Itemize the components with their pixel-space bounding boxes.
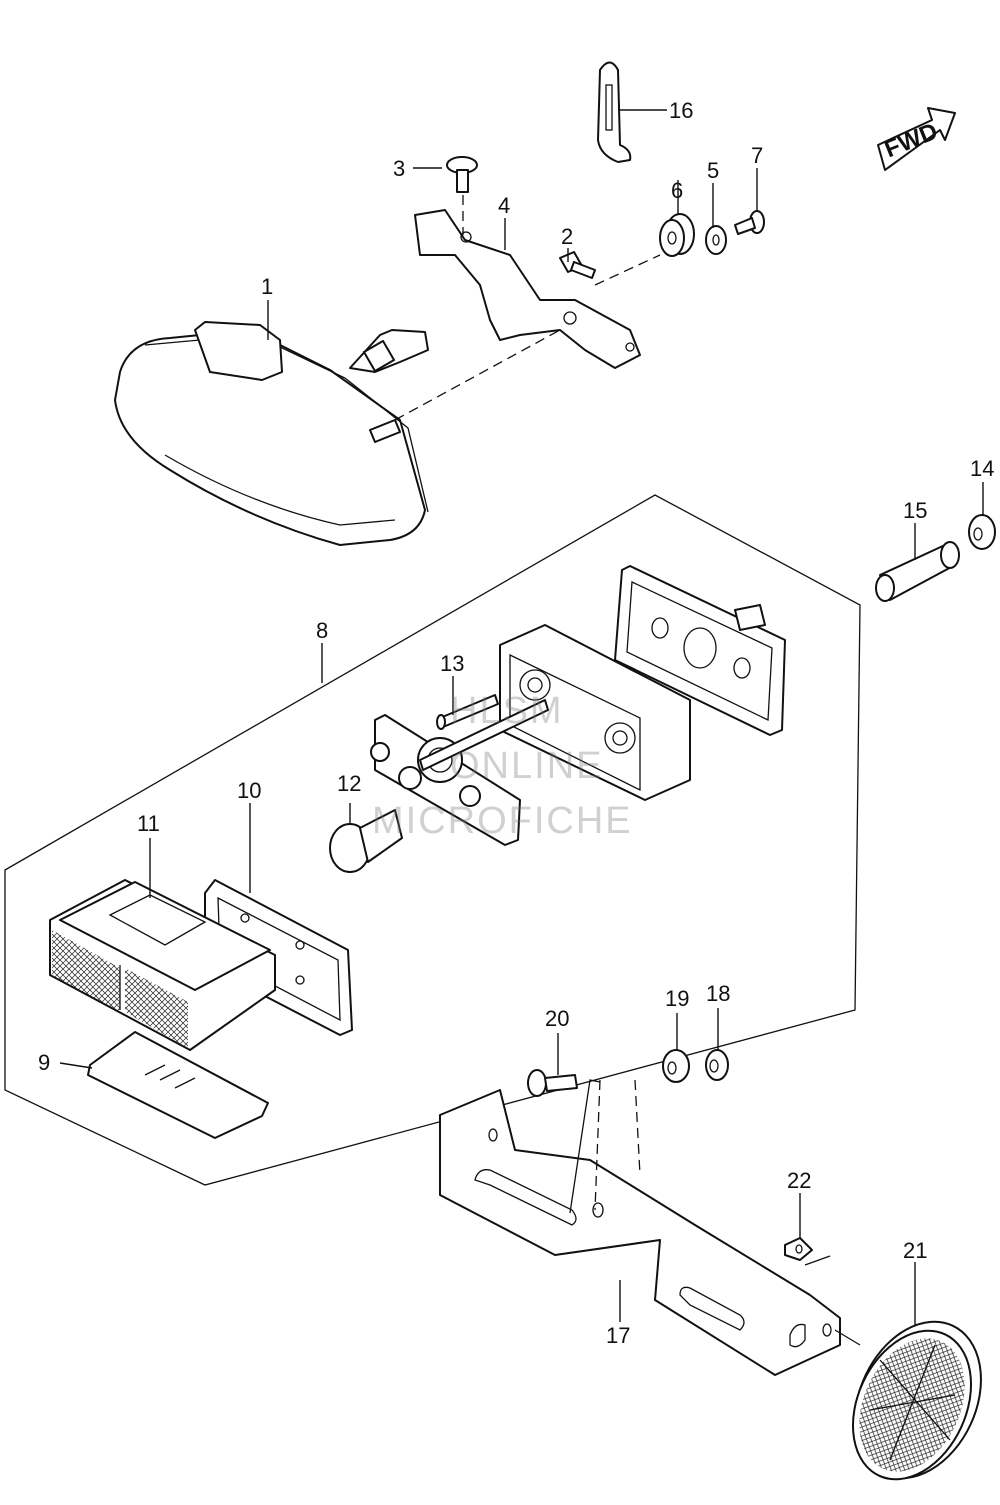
callout-15: 15 <box>903 498 928 523</box>
watermark-line-3: MICROFICHE <box>372 800 633 842</box>
callout-21: 21 <box>903 1238 928 1263</box>
callout-19: 19 <box>665 986 690 1011</box>
part-8-socket-plate[interactable] <box>370 699 549 846</box>
part-8-gasket-rear[interactable] <box>614 565 786 736</box>
callout-16: 16 <box>669 98 694 123</box>
part-4-bracket[interactable] <box>414 209 641 369</box>
part-11-lens[interactable] <box>49 879 276 1051</box>
part-21-reflector[interactable] <box>830 1301 1000 1499</box>
callout-18: 18 <box>706 981 731 1006</box>
callout-13: 13 <box>440 651 465 676</box>
callout-6: 6 <box>671 178 684 203</box>
callout-5: 5 <box>707 158 720 183</box>
part-12-bulb[interactable] <box>329 809 403 873</box>
callout-3: 3 <box>393 156 406 181</box>
callout-8: 8 <box>316 618 329 643</box>
part-9-plate[interactable] <box>87 1031 269 1139</box>
fwd-arrow-icon <box>877 107 956 171</box>
part-15-collar[interactable] <box>875 541 960 602</box>
part-18-nut[interactable] <box>705 1049 729 1081</box>
part-3-screw[interactable] <box>446 156 478 193</box>
callout-14: 14 <box>970 456 995 481</box>
callout-1: 1 <box>261 274 274 299</box>
part-20-screw[interactable] <box>527 1069 578 1097</box>
callout-2: 2 <box>561 224 574 249</box>
part-19-washer[interactable] <box>662 1049 690 1083</box>
part-7-screw[interactable] <box>734 210 765 235</box>
part-16-clamp[interactable] <box>597 61 632 163</box>
callout-9: 9 <box>38 1050 51 1075</box>
part-2-bolt[interactable] <box>559 251 596 279</box>
leader-lines <box>59 109 984 1325</box>
part-17-license-bracket[interactable] <box>439 1089 841 1376</box>
callout-20: 20 <box>545 1006 570 1031</box>
callout-7: 7 <box>751 143 764 168</box>
callout-17: 17 <box>606 1323 631 1348</box>
callout-11: 11 <box>137 811 160 836</box>
callout-22: 22 <box>787 1168 812 1193</box>
part-22-nut[interactable] <box>784 1237 813 1261</box>
part-13-screw[interactable] <box>436 694 499 730</box>
part-6-grommet[interactable] <box>659 213 695 257</box>
watermark-line-2: ONLINE <box>450 745 604 787</box>
part-14-nut[interactable] <box>968 514 996 550</box>
callout-12: 12 <box>337 771 362 796</box>
callout-4: 4 <box>498 193 511 218</box>
callout-10: 10 <box>237 778 262 803</box>
part-1-tail-lamp[interactable] <box>114 321 429 546</box>
assembly-outline <box>4 494 861 1186</box>
part-5-washer[interactable] <box>705 225 727 255</box>
watermark-line-1: HLSM <box>450 690 564 732</box>
